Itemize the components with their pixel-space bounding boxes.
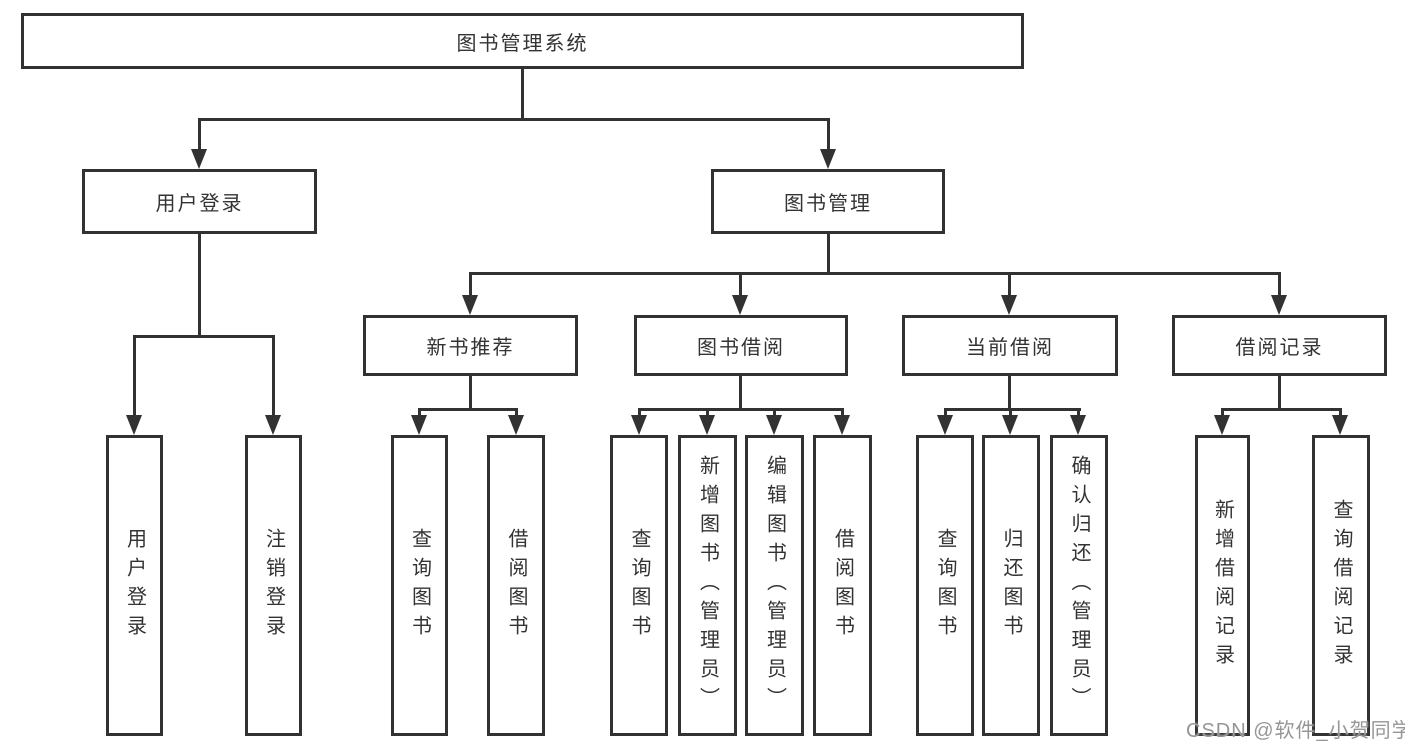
arrow-down-icon — [191, 149, 207, 169]
node-book-management: 图书管理 — [711, 169, 945, 234]
connector-line — [418, 408, 518, 411]
leaf-label: 注销登录 — [262, 527, 285, 644]
arrow-down-icon — [1271, 295, 1287, 315]
connector-line — [272, 335, 275, 417]
connector-line — [944, 408, 947, 418]
connector-line — [827, 118, 830, 152]
arrow-down-icon — [631, 415, 647, 435]
leaf-query-books-current: 查询图书 — [916, 435, 974, 736]
connector-line — [418, 408, 421, 418]
node-book-borrowing: 图书借阅 — [634, 315, 848, 376]
connector-line — [521, 69, 524, 121]
leaf-label: 新增借阅记录 — [1211, 498, 1234, 673]
arrow-down-icon — [462, 295, 478, 315]
csdn-watermark: CSDN @软件_小贺同学 — [1186, 720, 1405, 742]
connector-line — [133, 335, 136, 417]
connector-line — [1339, 408, 1342, 418]
leaf-query-books-borrowing: 查询图书 — [610, 435, 668, 736]
node-root-system: 图书管理系统 — [21, 13, 1024, 69]
connector-line — [1009, 408, 1012, 418]
leaf-label: 编辑图书（管理员） — [763, 455, 786, 716]
leaf-label: 查询图书 — [408, 527, 431, 644]
node-current-borrowing: 当前借阅 — [902, 315, 1118, 376]
arrow-down-icon — [937, 415, 953, 435]
arrow-down-icon — [411, 415, 427, 435]
connector-line — [1008, 272, 1011, 298]
leaf-query-borrow-record: 查询借阅记录 — [1312, 435, 1370, 736]
leaf-edit-book-admin: 编辑图书（管理员） — [745, 435, 804, 736]
arrow-down-icon — [1214, 415, 1230, 435]
arrow-down-icon — [265, 415, 281, 435]
leaf-user-login: 用户登录 — [106, 435, 163, 736]
connector-line — [515, 408, 518, 418]
leaf-query-books-recommend: 查询图书 — [391, 435, 448, 736]
leaf-confirm-return-admin: 确认归还（管理员） — [1050, 435, 1108, 736]
connector-line — [1221, 408, 1342, 411]
arrow-down-icon — [1001, 295, 1017, 315]
connector-line — [841, 408, 844, 418]
arrow-down-icon — [126, 415, 142, 435]
arrow-down-icon — [834, 415, 850, 435]
arrow-down-icon — [732, 295, 748, 315]
node-borrowing-records: 借阅记录 — [1172, 315, 1387, 376]
leaf-label: 查询图书 — [934, 527, 956, 644]
connector-line — [133, 335, 275, 338]
connector-line — [469, 376, 472, 411]
connector-line — [469, 272, 472, 298]
arrow-down-icon — [766, 415, 782, 435]
leaf-label: 用户登录 — [123, 527, 146, 644]
arrow-down-icon — [699, 415, 715, 435]
leaf-label: 借阅图书 — [831, 527, 854, 644]
connector-line — [638, 408, 844, 411]
connector-line — [827, 234, 830, 275]
connector-line — [739, 376, 742, 411]
connector-line — [739, 272, 742, 298]
connector-line — [198, 118, 201, 152]
arrow-down-icon — [820, 149, 836, 169]
arrow-down-icon — [1002, 415, 1018, 435]
connector-line — [1278, 272, 1281, 298]
connector-line — [1278, 376, 1281, 411]
connector-line — [198, 234, 201, 338]
connector-line — [706, 408, 709, 418]
connector-line — [469, 272, 1280, 275]
node-new-book-recommend: 新书推荐 — [363, 315, 578, 376]
leaf-label: 借阅图书 — [505, 527, 527, 644]
connector-line — [773, 408, 776, 418]
arrow-down-icon — [1070, 415, 1086, 435]
leaf-return-books: 归还图书 — [982, 435, 1040, 736]
leaf-add-borrow-record: 新增借阅记录 — [1195, 435, 1250, 736]
connector-line — [638, 408, 641, 418]
connector-line — [198, 118, 830, 121]
leaf-logout-login: 注销登录 — [245, 435, 302, 736]
leaf-label: 确认归还（管理员） — [1068, 455, 1090, 716]
connector-line — [1077, 408, 1080, 418]
leaf-borrow-books-recommend: 借阅图书 — [487, 435, 545, 736]
node-user-login: 用户登录 — [82, 169, 317, 234]
leaf-borrow-books-borrowing: 借阅图书 — [813, 435, 872, 736]
arrow-down-icon — [508, 415, 524, 435]
connector-line — [944, 408, 1081, 411]
leaf-label: 查询图书 — [628, 527, 650, 644]
connector-line — [1221, 408, 1224, 418]
leaf-add-book-admin: 新增图书（管理员） — [678, 435, 737, 736]
connector-line — [1008, 376, 1011, 411]
leaf-label: 新增图书（管理员） — [696, 455, 719, 716]
leaf-label: 归还图书 — [1000, 527, 1022, 644]
leaf-label: 查询借阅记录 — [1330, 498, 1352, 673]
arrow-down-icon — [1332, 415, 1348, 435]
